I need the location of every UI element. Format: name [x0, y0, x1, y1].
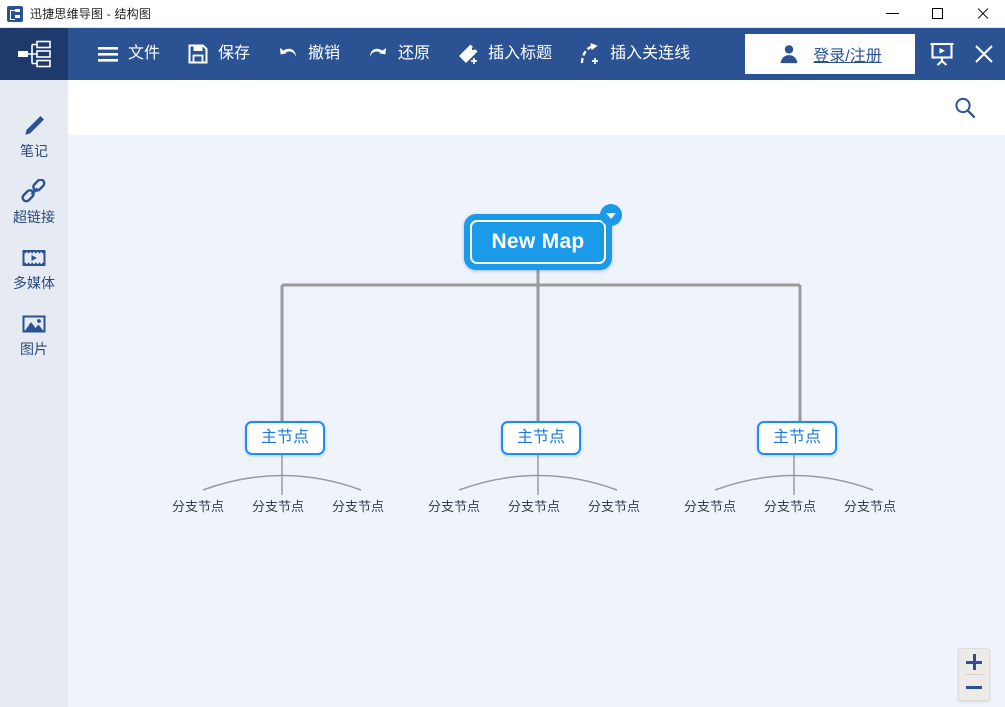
login-register-label: 登录/注册	[813, 48, 882, 65]
search-magnifier-icon	[955, 97, 976, 118]
sidebar-item-multimedia-label: 多媒体	[13, 274, 55, 291]
hyperlink-chain-icon	[21, 178, 46, 202]
triangle-down-icon	[606, 212, 616, 219]
mindmap-branch-node-7[interactable]: 分支节点	[684, 500, 736, 513]
minimize-button[interactable]	[870, 0, 915, 28]
branch-node-5-label: 分支节点	[508, 499, 561, 514]
main-node-3-label: 主节点	[773, 429, 822, 446]
mindmap-connectors	[202, 270, 874, 495]
mindmap-root-node[interactable]: New Map	[464, 214, 612, 270]
hamburger-menu-icon	[98, 47, 118, 62]
sidebar-item-hyperlink[interactable]: 超链接	[0, 168, 68, 234]
mindmap-branch-node-9[interactable]: 分支节点	[844, 500, 896, 513]
redo-arrow-icon	[370, 48, 387, 57]
main-node-1-label: 主节点	[261, 429, 310, 446]
login-register-button[interactable]: 登录/注册	[745, 34, 915, 74]
title-bar: 迅捷思维导图 - 结构图	[0, 0, 1005, 28]
maximize-icon	[932, 8, 943, 19]
toolbar-item-insert-relation-line-label: 插入关连线	[610, 45, 691, 62]
mindmap-canvas[interactable]: New Map 主节点 主节点 主节点 分支节点 分支节点 分支节点 分支节点	[68, 135, 1005, 707]
sidebar-item-image-label: 图片	[20, 340, 48, 357]
close-button[interactable]	[960, 0, 1005, 28]
mindmap-branch-node-5[interactable]: 分支节点	[508, 500, 560, 513]
main-node-2-label: 主节点	[517, 429, 566, 446]
toolbar-item-save[interactable]: 保存	[173, 28, 263, 80]
zoom-in-button[interactable]	[959, 649, 989, 674]
close-x-icon	[975, 45, 993, 63]
secondary-toolbar	[68, 80, 1005, 135]
toolbar-item-save-label: 保存	[218, 45, 251, 62]
toolbar-items: 文件 保存 撤销	[68, 28, 703, 80]
toolbar-item-insert-title-label: 插入标题	[488, 45, 553, 62]
zoom-control	[958, 648, 990, 701]
branch-node-4-label: 分支节点	[428, 499, 481, 514]
toolbar-close-button[interactable]	[963, 28, 1005, 80]
branch-node-8-label: 分支节点	[764, 499, 817, 514]
branch-node-7-label: 分支节点	[684, 499, 737, 514]
image-picture-icon	[22, 315, 46, 332]
search-button[interactable]	[945, 88, 985, 128]
maximize-button[interactable]	[915, 0, 960, 28]
left-sidebar: 笔记 超链接 多媒体 图片	[0, 80, 68, 707]
sidebar-item-note[interactable]: 笔记	[0, 102, 68, 168]
toolbar-item-insert-title[interactable]: 插入标题	[443, 28, 565, 80]
mindmap-main-node-1[interactable]: 主节点	[245, 421, 326, 455]
presentation-button[interactable]	[921, 28, 963, 80]
mindmap-main-node-3[interactable]: 主节点	[757, 421, 838, 455]
root-node-inner-border	[470, 220, 606, 264]
branch-node-2-label: 分支节点	[252, 499, 305, 514]
root-node-label: New Map	[491, 230, 585, 253]
undo-arrow-icon	[280, 48, 297, 57]
mindmap-main-node-2[interactable]: 主节点	[501, 421, 582, 455]
pencil-note-icon	[25, 115, 44, 135]
zoom-out-button[interactable]	[959, 675, 989, 700]
app-logo-icon	[7, 5, 23, 22]
toolbar-item-undo-label: 撤销	[308, 45, 341, 62]
mindmap-branch-node-8[interactable]: 分支节点	[764, 500, 816, 513]
media-film-play-icon	[22, 249, 46, 266]
structure-tree-icon	[18, 40, 51, 68]
minus-icon	[966, 685, 982, 689]
sidebar-item-hyperlink-label: 超链接	[13, 208, 55, 225]
mindmap-branch-node-1[interactable]: 分支节点	[172, 500, 224, 513]
toolbar-item-redo-label: 还原	[398, 45, 431, 62]
branch-node-6-label: 分支节点	[588, 499, 641, 514]
root-collapse-toggle[interactable]	[600, 204, 622, 226]
mindmap-branch-node-3[interactable]: 分支节点	[332, 500, 384, 513]
relation-line-plus-icon	[580, 43, 599, 64]
toolbar-item-file[interactable]: 文件	[83, 28, 173, 80]
main-toolbar: 文件 保存 撤销	[0, 28, 1005, 80]
toolbar-item-insert-relation-line[interactable]: 插入关连线	[565, 28, 703, 80]
mindmap-branch-node-2[interactable]: 分支节点	[252, 500, 304, 513]
presentation-screen-icon	[930, 42, 954, 66]
app-logo-block[interactable]	[0, 28, 68, 80]
minimize-icon	[886, 13, 899, 14]
branch-node-9-label: 分支节点	[844, 499, 897, 514]
sidebar-item-multimedia[interactable]: 多媒体	[0, 234, 68, 300]
window-title: 迅捷思维导图 - 结构图	[30, 7, 152, 21]
branch-node-3-label: 分支节点	[332, 499, 385, 514]
mindmap-branch-node-6[interactable]: 分支节点	[588, 500, 640, 513]
save-floppy-icon	[188, 44, 208, 64]
toolbar-item-undo[interactable]: 撤销	[263, 28, 353, 80]
sidebar-item-image[interactable]: 图片	[0, 300, 68, 366]
branch-node-1-label: 分支节点	[172, 499, 225, 514]
tag-plus-icon	[459, 44, 478, 64]
close-icon	[976, 7, 990, 21]
window-controls	[870, 0, 1005, 28]
zoom-divider	[965, 674, 983, 675]
sidebar-item-note-label: 笔记	[20, 142, 48, 159]
plus-icon	[966, 653, 982, 670]
toolbar-item-redo[interactable]: 还原	[353, 28, 443, 80]
toolbar-item-file-label: 文件	[128, 45, 161, 62]
mindmap-branch-node-4[interactable]: 分支节点	[428, 500, 480, 513]
user-person-icon	[780, 45, 798, 64]
